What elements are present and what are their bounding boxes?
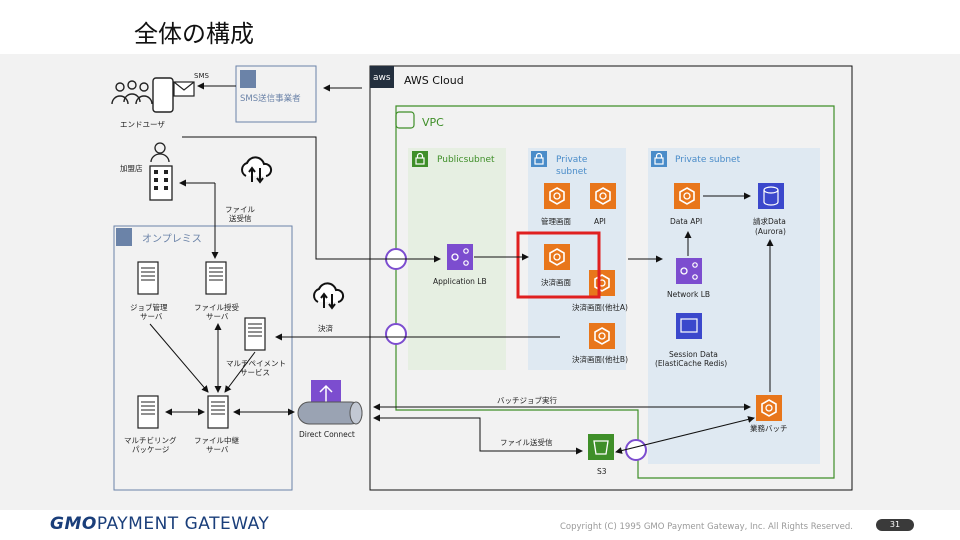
settle-screen-label: 決済画面 [541, 277, 571, 287]
cloud-transfer-icon-top [241, 156, 273, 183]
data-api-label: Data API [670, 217, 702, 226]
onpremise-box [113, 225, 293, 491]
business-batch-label: 業務バッチ [750, 423, 788, 433]
relay-server-icon [207, 395, 229, 429]
business-batch-icon [755, 394, 783, 422]
sms-vendor-label: SMS送信事業者 [240, 93, 301, 104]
public-subnet-lock-icon [411, 150, 429, 168]
file-send-label: ファイル送受信 [500, 437, 553, 447]
sms-label: SMS [194, 72, 209, 80]
vpc-label: VPC [422, 116, 444, 129]
job-server-icon [137, 261, 159, 295]
private-subnet-1-label-a: Private [556, 155, 588, 165]
nlb-icon [676, 258, 702, 284]
public-subnet-label: Publicsubnet [437, 155, 495, 165]
admin-screen-icon [543, 182, 571, 210]
elasticache-icon [676, 313, 702, 339]
alb-label: Application LB [433, 277, 487, 286]
billing-server-icon [137, 395, 159, 429]
settle-other-b-icon [588, 322, 616, 350]
merchant-icon [149, 142, 173, 201]
admin-screen-label: 管理画面 [541, 216, 571, 226]
api-icon [589, 182, 617, 210]
multipay-server-icon [244, 317, 266, 351]
alb-icon [447, 244, 473, 270]
relay-label-2: サーバ [206, 445, 229, 454]
onpremise-building-icon [116, 228, 132, 246]
session-label-2: (ElastiCache Redis) [655, 359, 727, 368]
relay-label-1: ファイル中継 [194, 435, 239, 445]
file-server-label-1: ファイル授受 [194, 302, 239, 312]
job-server-label-2: サーバ [140, 312, 163, 321]
data-api-icon [673, 182, 701, 210]
page-title: 全体の構成 [134, 20, 254, 48]
s3-label: S3 [597, 467, 607, 476]
aws-logo-icon [370, 66, 394, 88]
direct-connect-label: Direct Connect [299, 430, 355, 439]
file-transfer-label-1: ファイル [225, 205, 255, 214]
sms-vendor-building-icon [240, 70, 256, 88]
settle-other-a-icon [588, 269, 616, 297]
vpc-icon [395, 111, 415, 129]
session-label-1: Session Data [669, 350, 718, 359]
file-server-icon [205, 261, 227, 295]
highlight-box [516, 231, 601, 299]
billing-data-label-1: 請求Data [753, 216, 786, 226]
api-label: API [594, 217, 606, 226]
private-subnet-2-lock-icon [650, 150, 668, 168]
cloud-transfer-icon-mid [313, 282, 345, 309]
billing-label-2: パッケージ [132, 445, 170, 454]
sms-vendor-box [235, 65, 317, 123]
settle-screen-icon [543, 243, 571, 271]
onpremise-label: オンプレミス [142, 233, 202, 245]
settle-other-a-label: 決済画面(他社A) [572, 302, 628, 312]
copyright-text: Copyright (C) 1995 GMO Payment Gateway, … [560, 522, 854, 532]
file-transfer-label-2: 送受信 [229, 213, 252, 223]
settlement-arrow-label: 決済 [318, 323, 333, 333]
job-server-label-1: ジョブ管理 [130, 302, 168, 312]
aws-cloud-label: AWS Cloud [404, 74, 464, 87]
billing-label-1: マルチビリング [124, 435, 177, 445]
s3-endpoint-icon [625, 439, 647, 461]
merchant-label: 加盟店 [120, 163, 143, 173]
users-icon [111, 80, 153, 105]
multipay-label-1: マルチペイメント [226, 359, 286, 368]
private-subnet-2-label: Private subnet [675, 155, 741, 165]
connector-lines [149, 82, 774, 455]
aws-badge-text: aws [373, 73, 391, 83]
aws-cloud-box [369, 65, 853, 491]
gmo-logo: GMOPAYMENT GATEWAY [50, 514, 270, 534]
phone-icon [152, 77, 174, 113]
vpn-endpoint-icon [385, 323, 407, 345]
batch-exec-label: バッチジョブ実行 [497, 395, 557, 405]
private-subnet-1-label-b: subnet [556, 167, 587, 177]
s3-icon [588, 434, 614, 460]
settle-other-b-label: 決済画面(他社B) [572, 354, 628, 364]
private-subnet-1-lock-icon [530, 150, 548, 168]
file-server-label-2: サーバ [206, 312, 229, 321]
multipay-label-2: サービス [240, 368, 270, 377]
nlb-label: Network LB [667, 290, 710, 299]
page-number: 31 [876, 519, 914, 531]
private-subnet-2-box [648, 148, 820, 464]
end-user-label: エンドユーザ [120, 120, 165, 129]
billing-data-label-2: (Aurora) [755, 227, 786, 236]
